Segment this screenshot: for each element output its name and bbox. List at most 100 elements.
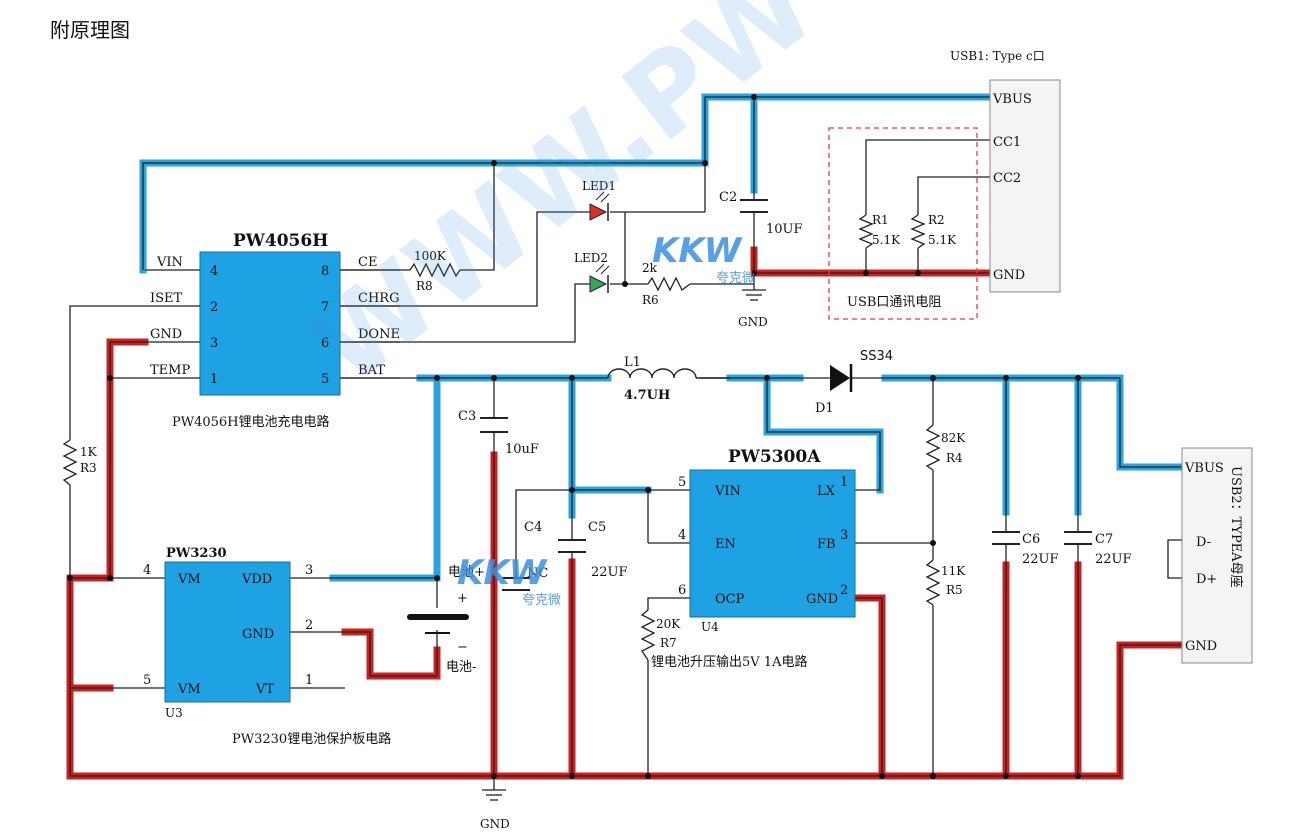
- pw3230-pin-vm5: VM: [177, 682, 201, 697]
- battery-plus: +: [457, 591, 468, 606]
- resistor-r3: [62, 439, 78, 486]
- pw4056-pin-gnd: GND: [150, 327, 182, 342]
- usb2-pin-dminus: D-: [1196, 535, 1211, 550]
- wires: [69, 96, 1182, 790]
- watermark: WWW.PW: [287, 0, 838, 410]
- usb1-box-label: USB口通讯电阻: [847, 295, 941, 310]
- pw4056-pin-temp: TEMP: [150, 363, 190, 378]
- r8-value: 100K: [414, 249, 447, 263]
- usb1-connector: USB1: Type c口 VBUS CC1 CC2 GND USB口通讯电阻: [828, 49, 1061, 320]
- r3-value: 1K: [80, 445, 98, 459]
- pw5300-pin-vin: VIN: [714, 484, 741, 499]
- pw3230-num-1: 1: [305, 673, 313, 688]
- capacitors: [480, 199, 1092, 591]
- c4-ref: C4: [524, 520, 542, 535]
- usb2-pin-dplus: D+: [1196, 572, 1217, 587]
- battery-minus: −: [457, 640, 468, 655]
- pw3230-pin-gnd: GND: [242, 627, 274, 642]
- r2-ref: R2: [928, 213, 945, 227]
- r7-value: 20K: [656, 617, 681, 631]
- pw3230-pin-vt: VT: [255, 682, 274, 697]
- pw3230-pin-vm4: VM: [177, 572, 201, 587]
- c5-value: 22UF: [591, 565, 628, 580]
- watermark-text: WWW.PW: [287, 0, 838, 410]
- resistor-r2: [910, 214, 926, 249]
- pw5300-pin-gnd: GND: [806, 592, 838, 607]
- resistor-r4: [925, 424, 941, 471]
- r2-value: 5.1K: [928, 233, 957, 247]
- pw4056-pin-bat: BAT: [358, 363, 385, 378]
- pw5300-num-1: 1: [840, 475, 848, 490]
- battery-minus-label: 电池-: [446, 660, 476, 675]
- watermark-logo-text-2: KKW: [457, 553, 548, 593]
- d1-value: SS34: [860, 349, 893, 364]
- gnd-symbol-usb: [742, 289, 766, 301]
- pw3230-pin-vdd: VDD: [241, 572, 272, 587]
- usb1-title: USB1: Type c口: [950, 49, 1045, 63]
- pw4056-num-5: 5: [321, 372, 329, 387]
- pw5300-caption: 锂电池升压输出5V 1A电路: [651, 654, 807, 670]
- resistor-r7: [640, 609, 656, 661]
- pw5300-num-3: 3: [840, 528, 848, 543]
- ic-pw3230: PW3230 VM VM 4 5 VDD GND VT 3 2 1 U3 PW3…: [143, 546, 391, 747]
- r4-ref: R4: [946, 451, 963, 465]
- l1-value: 4.7UH: [624, 388, 670, 403]
- ic-pw4056h: PW4056H VIN ISET GND TEMP 4 2 3 1 CE CHR…: [145, 231, 400, 430]
- battery: [407, 614, 469, 634]
- watermark-logo-sub-2: 夸克微: [522, 593, 561, 608]
- pw4056-num-1: 1: [210, 372, 218, 387]
- c4-value: NC: [527, 566, 548, 581]
- pw3230-num-2: 2: [305, 618, 313, 633]
- watermark-logo-sub-1: 夸克微: [716, 271, 755, 286]
- led2: [589, 263, 610, 293]
- usb2-connector: VBUS D- D+ GND USB2：TYPEA母座: [1181, 447, 1253, 664]
- usb2-title: USB2：TYPEA母座: [1228, 466, 1243, 588]
- c6-value: 22UF: [1022, 552, 1059, 567]
- pw5300-pin-lx: LX: [817, 484, 836, 499]
- c3-ref: C3: [458, 409, 476, 424]
- usb2-pin-gnd: GND: [1185, 639, 1217, 654]
- pw3230-caption: PW3230锂电池保护板电路: [232, 731, 391, 747]
- pw3230-num-4: 4: [143, 563, 151, 578]
- usb1-pin-gnd: GND: [993, 268, 1025, 283]
- pw5300-pin-en: EN: [715, 537, 736, 552]
- ic-pw3230-name: PW3230: [166, 546, 227, 561]
- usb2-pin-vbus: VBUS: [1184, 461, 1224, 476]
- r5-ref: R5: [946, 583, 963, 597]
- junctions: [67, 94, 1081, 779]
- r5-value: 11K: [941, 564, 966, 578]
- c2-value: 10UF: [766, 222, 803, 237]
- pw5300-num-6: 6: [678, 583, 686, 598]
- inductor-l1: [607, 368, 730, 379]
- usb1-pin-cc1: CC1: [993, 135, 1021, 150]
- c7-ref: C7: [1095, 532, 1113, 547]
- pw5300-pin-ocp: OCP: [715, 592, 745, 607]
- ic-pw5300a-name: PW5300A: [728, 447, 821, 467]
- usb-resistor-box: [828, 127, 978, 320]
- r8-ref: R8: [416, 279, 433, 293]
- ic-pw4056h-name: PW4056H: [233, 231, 328, 251]
- resistor-r6: [647, 276, 691, 292]
- ic-pw5300a: PW5300A VIN EN OCP 5 4 6 LX FB GND 1 3 2…: [651, 447, 856, 670]
- pw4056-num-6: 6: [321, 336, 329, 351]
- pw3230-num-3: 3: [305, 563, 313, 578]
- led1: [589, 191, 610, 221]
- pw5300-pin-fb: FB: [817, 537, 836, 552]
- diode-d1: [830, 364, 853, 392]
- pw4056-pin-vin: VIN: [156, 255, 183, 270]
- page-title: 附原理图: [50, 18, 130, 42]
- net-vout-usb2: [1116, 374, 1186, 471]
- c6-ref: C6: [1022, 532, 1040, 547]
- pw4056-num-3: 3: [210, 336, 218, 351]
- pw5300-num-5: 5: [678, 475, 686, 490]
- pw4056-num-4: 4: [210, 264, 218, 279]
- c7-value: 22UF: [1095, 552, 1132, 567]
- net-batminus: [341, 628, 441, 680]
- pw5300-num-2: 2: [840, 583, 848, 598]
- resistors: [62, 214, 941, 661]
- c2-ref: C2: [719, 190, 737, 205]
- pw4056-pin-ce: CE: [358, 255, 377, 270]
- pw3230-ref: U3: [165, 706, 183, 720]
- l1-ref: L1: [624, 355, 641, 370]
